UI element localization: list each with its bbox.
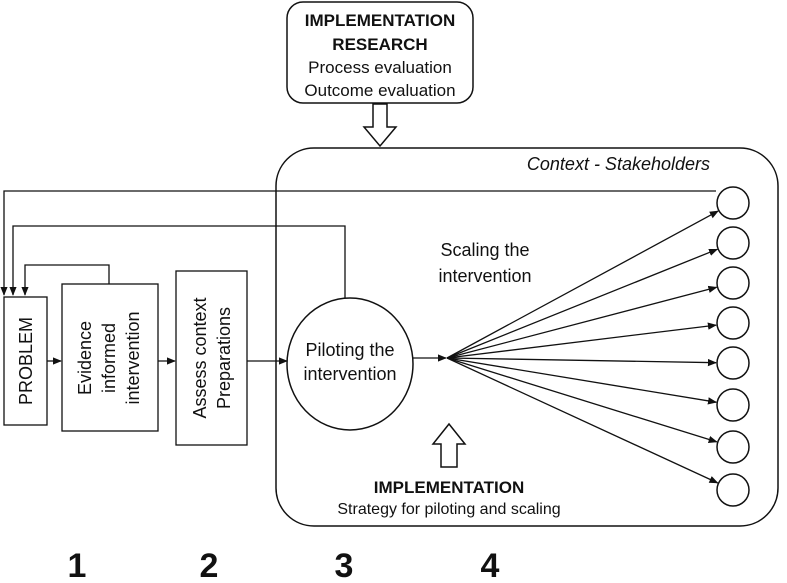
context-stakeholders-label: Context - Stakeholders [527, 154, 710, 174]
feedback-arrow-evidence [21, 264, 110, 296]
scaling-arrow-8 [446, 357, 719, 484]
implementation-research-title-1: IMPLEMENTATION [305, 11, 455, 30]
feedback-arrow-outer [0, 190, 716, 296]
scaling-arrow-2 [446, 248, 719, 359]
scaling-arrow-7 [446, 357, 718, 443]
implementation-title: IMPLEMENTATION [374, 478, 524, 497]
feedback-arrow-pilot [9, 225, 346, 298]
scaling-arrow-4 [446, 322, 718, 359]
piloting-ellipse [286, 297, 414, 431]
research-down-arrow [362, 103, 398, 148]
evidence-label-1: Evidence [75, 321, 95, 395]
scaling-arrow-5 [446, 357, 717, 367]
implementation-subtitle: Strategy for piloting and scaling [337, 501, 560, 518]
scaling-arrow-6 [446, 357, 718, 405]
assess-context-box [175, 270, 248, 446]
evidence-label-3: intervention [123, 311, 143, 404]
piloting-label-1: Piloting the [305, 340, 394, 360]
outcome-evaluation-label: Outcome evaluation [304, 81, 455, 100]
preparations-label: Preparations [214, 307, 234, 409]
implementation-research-box [286, 1, 474, 104]
stage-number-4: 4 [481, 547, 500, 583]
stakeholder-circle-6 [716, 388, 750, 422]
stage-number-1: 1 [68, 547, 87, 583]
stakeholder-circle-1 [716, 186, 750, 220]
scaling-fan-arrows [446, 210, 719, 484]
scaling-arrow-3 [446, 285, 718, 359]
stakeholder-circle-7 [716, 430, 750, 464]
evidence-label-2: informed [99, 323, 119, 393]
piloting-label-2: intervention [303, 364, 396, 384]
context-stakeholders-box [275, 147, 779, 527]
stakeholder-circle-8 [716, 473, 750, 507]
stakeholder-circle-3 [716, 266, 750, 300]
problem-label: PROBLEM [16, 317, 36, 405]
assess-context-label: Assess context [190, 297, 210, 418]
problem-box [3, 296, 48, 426]
scaling-label-2: intervention [438, 266, 531, 286]
stakeholder-circle-4 [716, 306, 750, 340]
scaling-label-1: Scaling the [440, 240, 529, 260]
process-evaluation-label: Process evaluation [308, 58, 452, 77]
stage-number-2: 2 [200, 547, 219, 583]
stakeholder-circle-2 [716, 226, 750, 260]
implementation-research-title-2: RESEARCH [332, 35, 427, 54]
scaling-arrow-1 [446, 210, 719, 359]
implementation-up-arrow [431, 422, 467, 468]
evidence-intervention-box [61, 283, 159, 432]
stage-number-3: 3 [335, 547, 354, 583]
stakeholder-circle-5 [716, 346, 750, 380]
stakeholder-circles [716, 186, 750, 507]
